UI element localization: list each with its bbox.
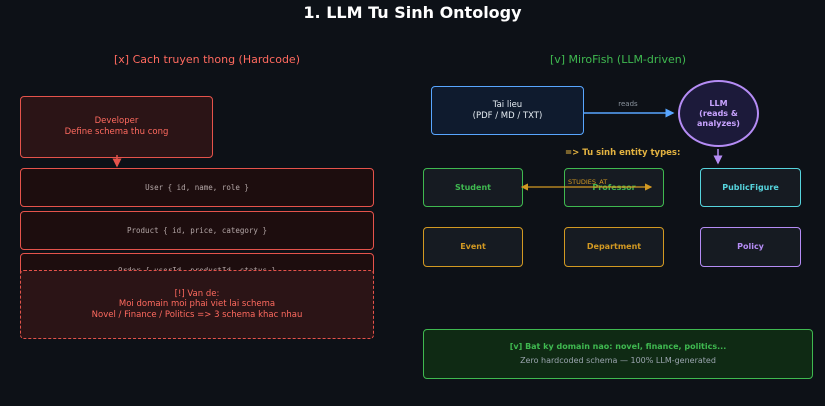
problem-line-2: Novel / Finance / Politics => 3 schema k…	[91, 309, 303, 320]
developer-sublabel: Define schema thu cong	[64, 127, 169, 137]
right-heading: [v] MiroFish (LLM-driven)	[549, 53, 687, 66]
entity-student-label: Student	[455, 182, 491, 192]
summary-title: [v] Bat ky domain nao: novel, finance, p…	[509, 342, 727, 351]
relation-label: STUDIES_AT	[568, 178, 608, 186]
schema-product-box: Product { id, price, category }	[20, 211, 374, 250]
schema-user-label: User { id, name, role }	[145, 182, 249, 192]
entity-event-label: Event	[460, 242, 486, 251]
entity-public-figure-label: PublicFigure	[722, 182, 779, 192]
problem-line-1: Moi domain moi phai viet lai schema	[118, 299, 276, 310]
entity-department: Department	[564, 227, 664, 267]
llm-node: LLM (reads & analyzes)	[678, 80, 759, 147]
problem-box: [!] Van de: Moi domain moi phai viet lai…	[20, 270, 374, 339]
document-label: Tai lieu	[492, 99, 523, 110]
entity-event: Event	[423, 227, 523, 267]
summary-note: Zero hardcoded schema — 100% LLM-generat…	[520, 356, 716, 365]
llm-sublabel: (reads & analyzes)	[697, 108, 740, 128]
entity-department-label: Department	[586, 242, 642, 251]
entity-types-label: => Tu sinh entity types:	[565, 148, 681, 158]
problem-title: [!] Van de:	[174, 288, 220, 299]
developer-label: Developer	[94, 116, 139, 127]
left-heading: [x] Cach truyen thong (Hardcode)	[114, 53, 300, 66]
document-box: Tai lieu (PDF / MD / TXT)	[431, 86, 584, 135]
document-formats: (PDF / MD / TXT)	[472, 110, 543, 121]
schema-product-label: Product { id, price, category }	[127, 225, 267, 235]
developer-box: Developer Define schema thu cong	[20, 96, 213, 158]
summary-box: [v] Bat ky domain nao: novel, finance, p…	[423, 329, 813, 379]
schema-user-box: User { id, name, role }	[20, 168, 374, 207]
llm-label: LLM	[709, 98, 728, 108]
entity-student: Student	[423, 168, 523, 207]
entity-public-figure: PublicFigure	[700, 168, 801, 207]
entity-policy-label: Policy	[737, 242, 764, 251]
entity-policy: Policy	[700, 227, 801, 267]
reads-label: reads	[618, 100, 638, 108]
page-title: 1. LLM Tu Sinh Ontology	[303, 3, 522, 22]
